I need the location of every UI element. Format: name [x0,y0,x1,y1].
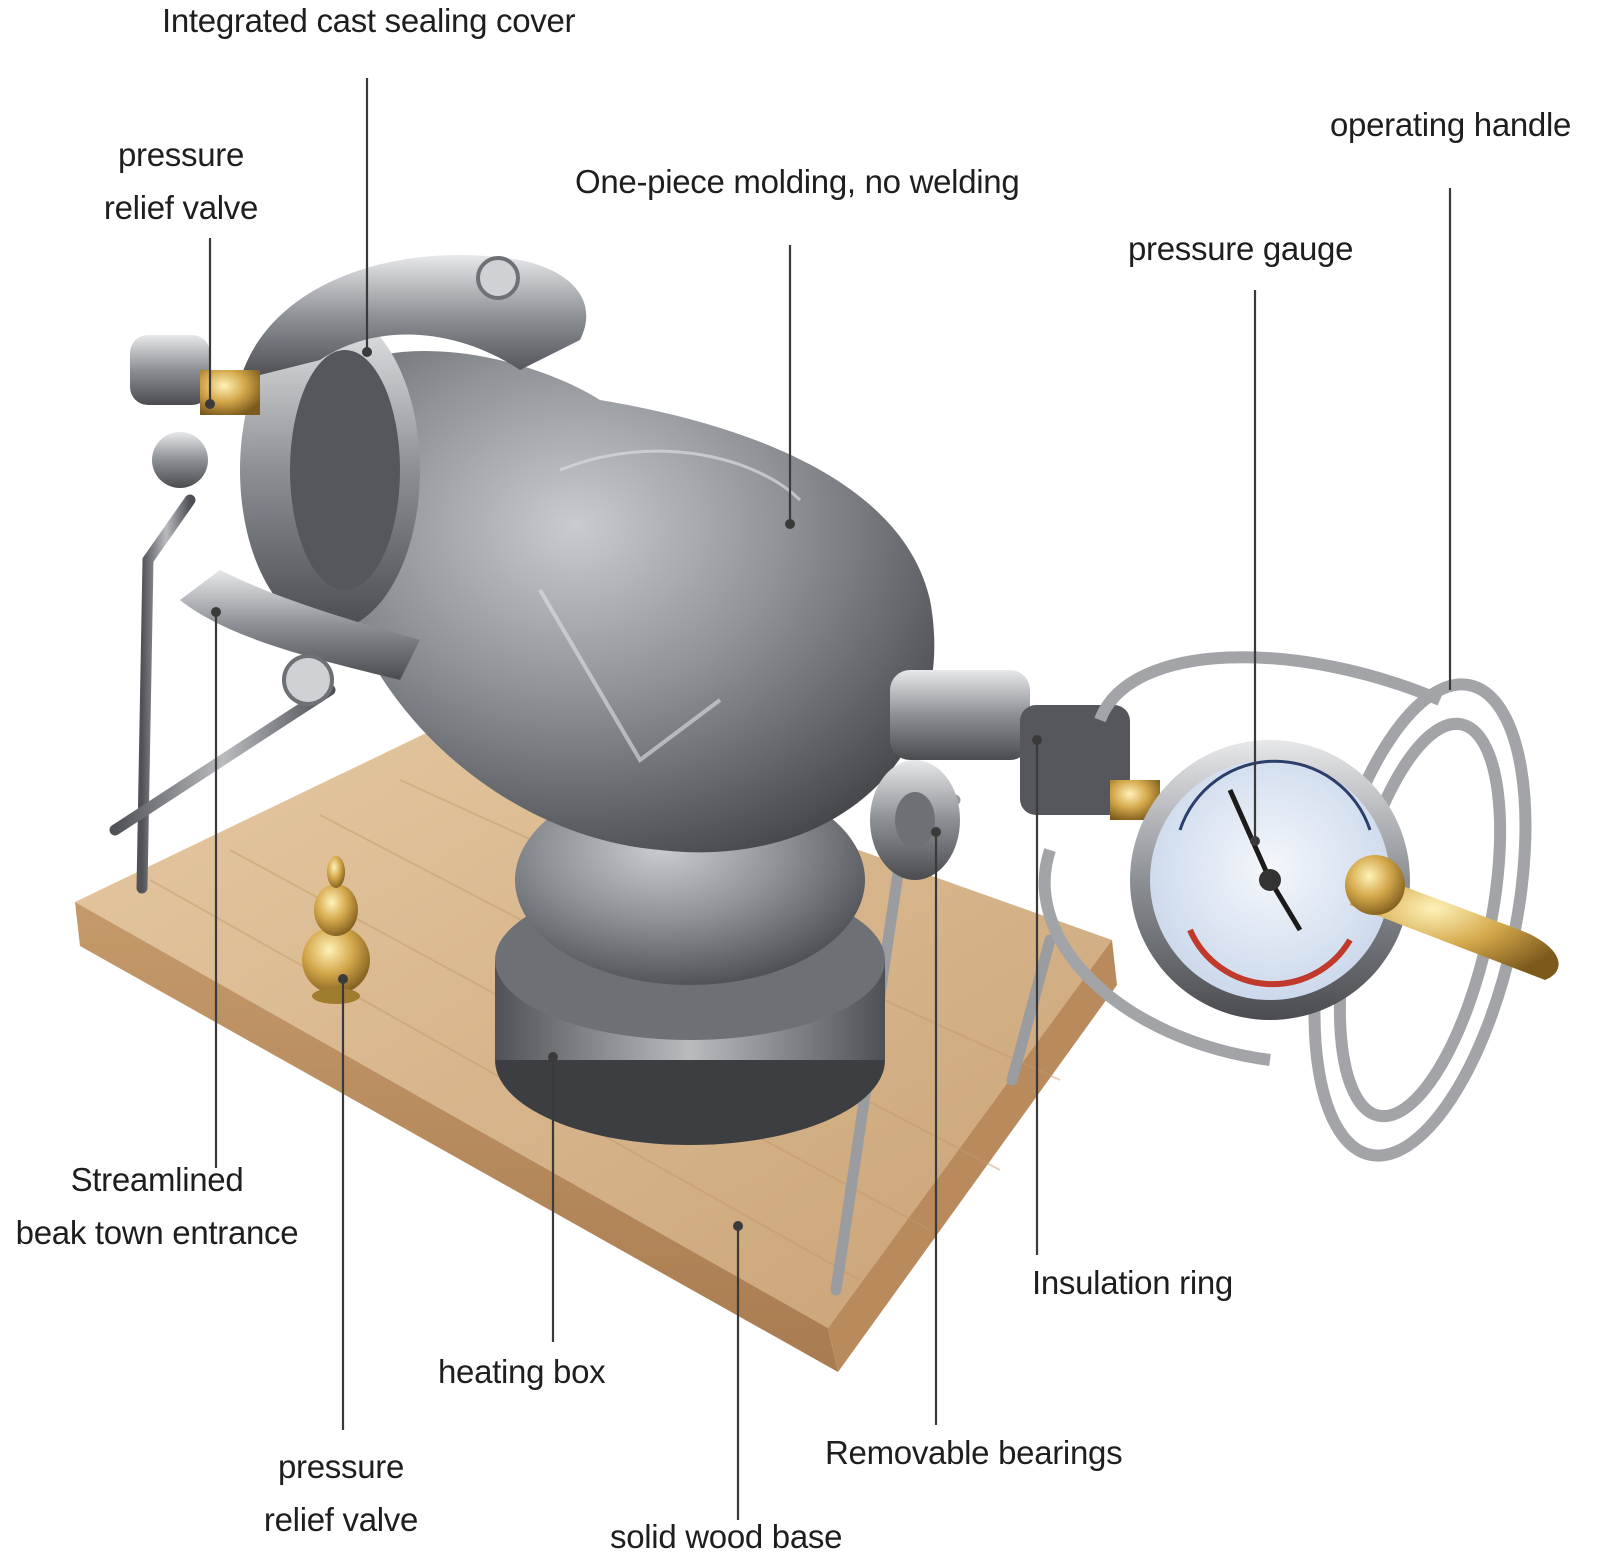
label-heating-box: heating box [438,1345,606,1398]
label-pressure-gauge-text: pressure gauge [1128,230,1354,267]
label-molding-text: One-piece molding, no welding [575,163,1020,200]
label-cast-cover: Integrated cast sealing cover [162,0,576,47]
label-operating-handle-text: operating handle [1330,106,1572,143]
label-relief-valve-top: pressure relief valve [96,128,266,235]
brass-valve-shape [302,856,370,1004]
leader-dots [205,347,1260,1231]
label-bearings: Removable bearings [825,1426,1123,1479]
label-wood-base-text: solid wood base [610,1518,843,1555]
bearing-shape [870,760,960,880]
left-valve-shape [130,335,260,488]
label-relief-valve-top-line1: pressure [118,136,244,173]
label-insulation-ring: Insulation ring [1032,1256,1233,1309]
label-pressure-gauge: pressure gauge [1128,222,1353,275]
leader-lines [208,78,1452,1520]
label-cast-cover-text: Integrated cast sealing cover [162,2,576,39]
sealing-cover-shape [180,255,587,706]
label-operating-handle: operating handle [1330,98,1571,151]
label-beak-entrance-line2: beak town entrance [15,1214,299,1252]
label-bearings-text: Removable bearings [825,1434,1123,1471]
pot-body-shape [315,351,935,853]
label-relief-valve-bottom-line1: pressure [278,1448,404,1485]
axle-shape [890,670,1160,820]
label-beak-entrance: Streamlined beak town entrance [0,1153,314,1260]
label-relief-valve-bottom-line2: relief valve [263,1501,419,1539]
label-relief-valve-top-line2: relief valve [103,189,259,227]
pressure-gauge-shape [1130,740,1410,1020]
label-beak-entrance-line1: Streamlined [70,1161,244,1198]
label-relief-valve-bottom: pressure relief valve [256,1440,426,1547]
brass-handle-shape [1345,855,1559,980]
left-stand [109,494,336,894]
label-wood-base: solid wood base [610,1510,842,1563]
label-insulation-ring-text: Insulation ring [1032,1264,1233,1301]
label-heating-box-text: heating box [438,1353,606,1390]
label-molding: One-piece molding, no welding [575,155,1020,208]
